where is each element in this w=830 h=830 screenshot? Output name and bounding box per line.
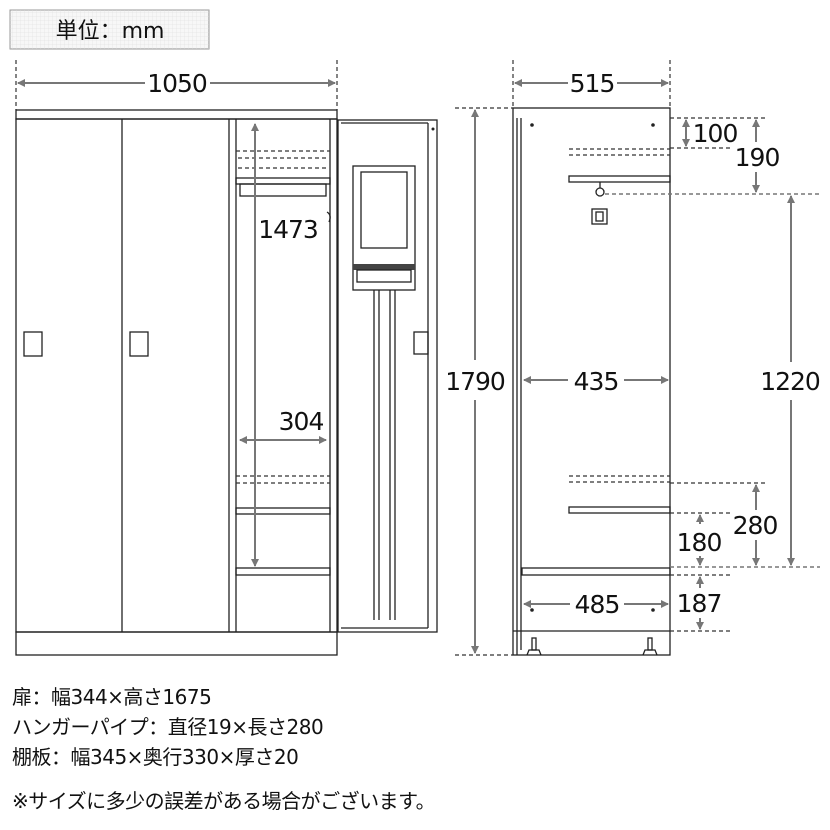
mirror <box>360 171 408 249</box>
top-to-pipe-dimension: 190 <box>735 143 780 172</box>
inner-height-dimension: 1473 <box>258 215 318 244</box>
pipe-to-bottom-dimension: 1220 <box>760 367 820 396</box>
base-height-dimension: 187 <box>677 589 722 618</box>
hook-icon <box>326 211 331 223</box>
unit-label: 単位：mm <box>56 19 165 44</box>
door-handle <box>413 331 429 355</box>
open-compartment: 1473 304 <box>235 119 331 632</box>
unit-label-box: 単位：mm <box>9 9 210 50</box>
spec-door: 扉：幅344×高さ1675 <box>12 685 211 709</box>
disclaimer: ※サイズに多少の誤差がある場合がございます。 <box>12 789 435 813</box>
open-door <box>337 119 438 633</box>
width-dimension: 1050 <box>147 69 207 98</box>
shelf <box>235 507 331 515</box>
base-depth-dimension: 485 <box>575 590 620 619</box>
middle-shelf <box>568 506 671 514</box>
closed-door-left <box>23 119 123 632</box>
top-shelf <box>568 175 671 183</box>
height-dimension: 1790 <box>445 367 505 396</box>
adjuster-foot <box>526 637 542 656</box>
closed-door-right <box>129 119 230 632</box>
spec-notes: 扉：幅344×高さ1675 ハンガーパイプ：直径19×長さ280 棚板：幅345… <box>12 685 436 813</box>
shelf-spacing-dimension: 280 <box>733 511 778 540</box>
bottom-board <box>521 567 671 576</box>
spec-shelf: 棚板：幅345×奥行330×厚さ20 <box>12 745 298 769</box>
adjuster-foot <box>642 637 658 656</box>
door-handle <box>129 331 149 357</box>
door-handle <box>23 331 43 357</box>
hanger-pipe-section <box>595 187 605 197</box>
lower-shelf-height-dimension: 180 <box>677 528 722 557</box>
depth-dimension: 515 <box>570 69 615 98</box>
inner-width-dimension: 304 <box>279 407 324 436</box>
hanger-pipe <box>239 183 327 197</box>
spec-hanger-pipe: ハンガーパイプ：直径19×長さ280 <box>12 715 323 739</box>
bottom-shelf <box>235 567 331 576</box>
lock-icon <box>591 208 608 225</box>
side-view: 515 1790 435 <box>445 60 821 656</box>
top-to-shelf-dimension: 100 <box>693 119 738 148</box>
mirror-frame <box>352 165 416 291</box>
front-view: 1050 1473 <box>15 60 438 656</box>
inner-depth-dimension: 435 <box>574 367 619 396</box>
